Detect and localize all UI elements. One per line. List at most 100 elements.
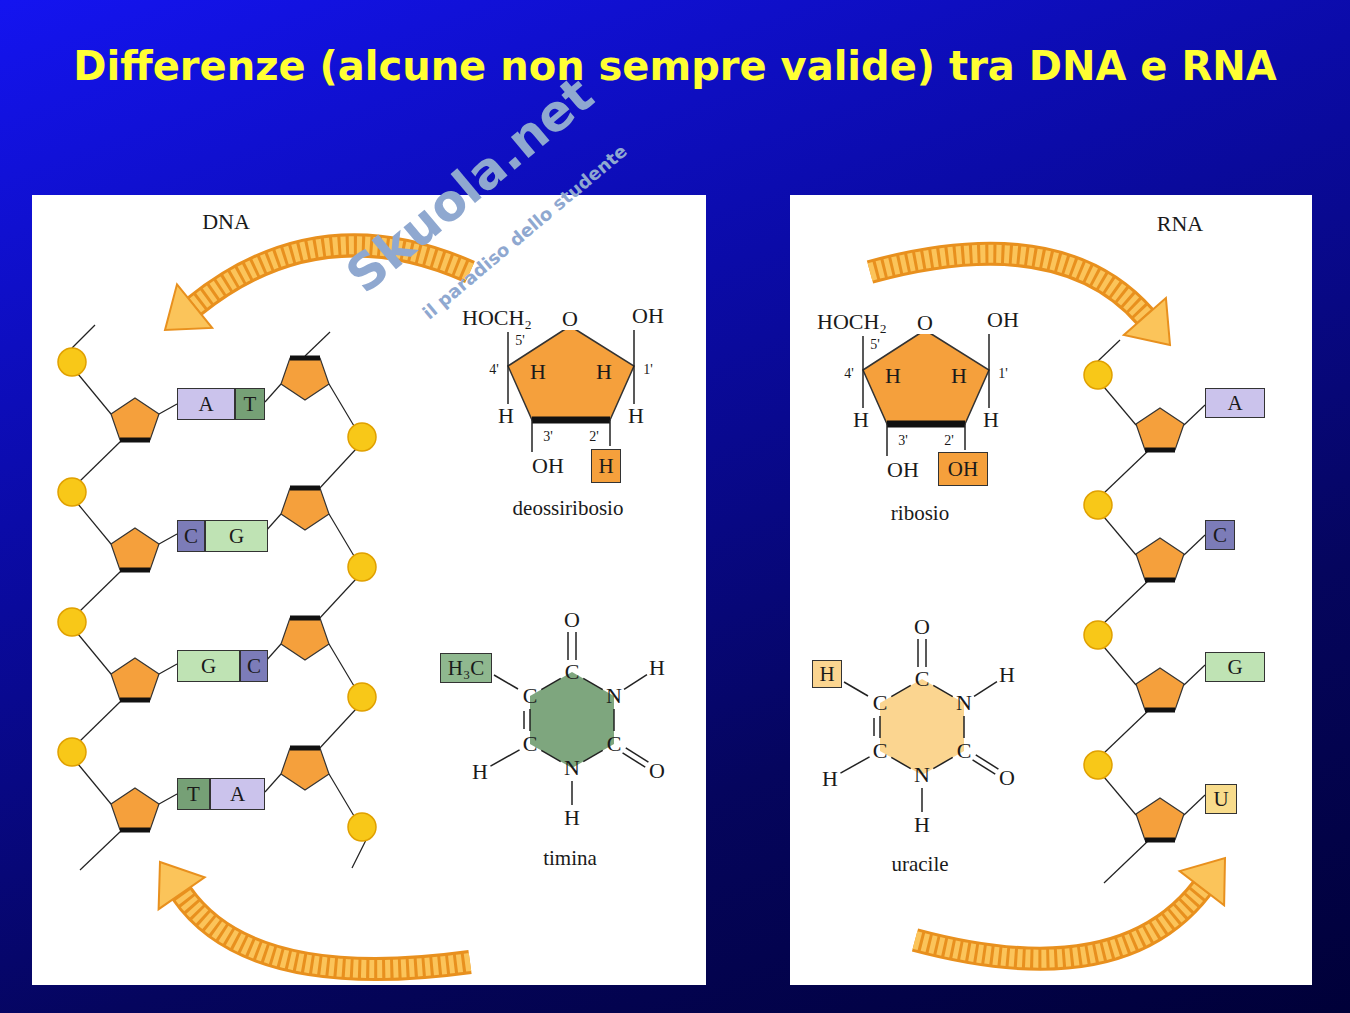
bond-line	[329, 644, 354, 686]
bond-line	[1104, 777, 1136, 815]
sugar-edge	[120, 568, 150, 573]
panel-heading: RNA	[1157, 211, 1203, 237]
bond-line	[265, 384, 281, 402]
bond-line	[886, 424, 888, 456]
bond-line	[964, 424, 966, 450]
bond-line	[80, 570, 122, 611]
box-text: C	[184, 524, 198, 549]
bond-line	[609, 420, 611, 446]
molecule-name: timina	[543, 848, 597, 869]
phosphate-dot	[348, 423, 376, 451]
bond-line	[624, 675, 647, 690]
bond-line	[1104, 647, 1136, 685]
atom-label: O	[914, 616, 930, 638]
phosphate-dot	[348, 553, 376, 581]
bond-line	[840, 757, 869, 773]
sugar-edge	[532, 417, 610, 424]
arrow-head	[159, 862, 205, 909]
box-text: H	[598, 454, 613, 479]
bond-line	[318, 579, 356, 620]
bond-line	[891, 757, 910, 768]
phosphate-dot	[1084, 621, 1112, 649]
bond-line	[925, 639, 927, 667]
bond-line	[541, 750, 560, 761]
atom-label: O	[999, 767, 1015, 789]
box-text: H₃C	[448, 656, 485, 681]
molecule-name: ribosio	[891, 503, 949, 524]
arrow-head	[165, 284, 212, 330]
curved-arrow	[182, 893, 470, 969]
highlighted-group: H₃C	[440, 653, 492, 683]
base-box: T	[235, 388, 265, 420]
atom-label: OH	[987, 309, 1019, 331]
atom-label: O	[564, 609, 580, 631]
box-text: G	[201, 654, 216, 679]
bond-line	[933, 685, 952, 696]
base-box: G	[1205, 652, 1265, 682]
atom-label: 3'	[543, 430, 553, 444]
bond-line	[159, 664, 177, 674]
atom-label: HOCH₂	[462, 307, 532, 329]
curved-arrow	[195, 245, 470, 306]
base-box: A	[177, 388, 235, 420]
base-box: A	[210, 778, 265, 810]
bond-line	[78, 764, 111, 804]
slide-title: Differenze (alcune non sempre valide) tr…	[25, 38, 1325, 94]
atom-label: N	[564, 757, 580, 779]
bond-line	[1104, 581, 1148, 623]
atom-label: H	[983, 409, 999, 431]
box-text: G	[229, 524, 244, 549]
atom-label: C	[523, 733, 538, 755]
atom-label: H	[885, 365, 901, 387]
atom-label: N	[956, 692, 972, 714]
bond-line	[933, 757, 952, 768]
sugar-edge	[120, 698, 150, 703]
atom-label: HOCH₂	[817, 311, 887, 333]
box-text: OH	[948, 457, 978, 482]
bond-line	[265, 774, 281, 792]
atom-label: C	[957, 740, 972, 762]
phosphate-dot	[1084, 751, 1112, 779]
bond-line	[305, 332, 330, 356]
bond-line	[974, 682, 997, 697]
bond-line	[623, 753, 646, 767]
panel-heading: DNA	[202, 209, 250, 235]
sugar-edge	[290, 746, 320, 751]
phosphate-dot	[348, 683, 376, 711]
atom-label: 3'	[898, 434, 908, 448]
arrow-head	[1180, 858, 1225, 905]
bond-line	[80, 700, 122, 741]
atom-label: H	[822, 768, 838, 790]
phosphate-dot	[1084, 361, 1112, 389]
sugar-pentagon	[281, 618, 329, 660]
sugar-edge	[1145, 578, 1175, 583]
atom-label: OH	[632, 305, 664, 327]
bond-line	[490, 750, 519, 766]
base-box: T	[177, 778, 210, 810]
bond-line	[507, 332, 509, 404]
box-text: T	[187, 782, 200, 807]
atom-label: 5'	[870, 338, 880, 352]
phosphate-dot	[58, 738, 86, 766]
highlighted-group: H	[591, 449, 621, 483]
bond-line	[862, 336, 864, 408]
bond-line	[973, 760, 996, 774]
curved-arrow	[870, 254, 1145, 317]
bond-line	[78, 504, 111, 544]
atom-label: N	[914, 764, 930, 786]
bond-line	[1104, 711, 1148, 753]
bond-line	[78, 374, 111, 414]
bond-line	[1104, 517, 1136, 555]
bond-line	[1104, 841, 1148, 883]
box-text: C	[1213, 523, 1227, 548]
box-text: G	[1227, 655, 1242, 680]
bond-line	[988, 334, 990, 408]
atom-label: C	[607, 733, 622, 755]
atom-label: C	[565, 661, 580, 683]
box-text: H	[819, 662, 834, 687]
bond-line	[1184, 665, 1205, 685]
atom-label: H	[914, 814, 930, 836]
curved-arrow	[915, 888, 1202, 959]
bond-line	[523, 711, 525, 729]
sugar-pentagon	[1136, 798, 1184, 840]
